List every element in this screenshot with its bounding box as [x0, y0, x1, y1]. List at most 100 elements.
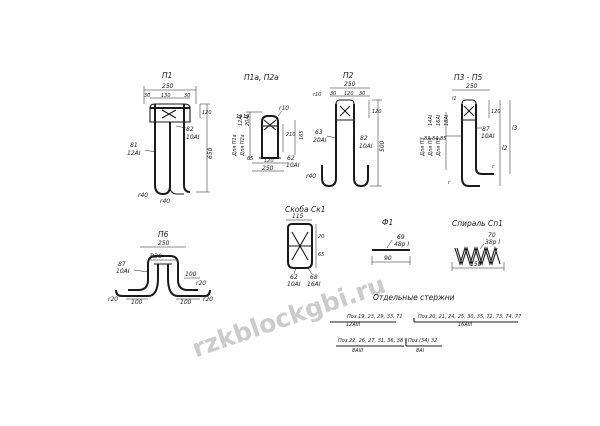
p1-dim-b: 130	[161, 93, 171, 99]
p3-dim-120: 120	[491, 109, 501, 115]
bars-bottom-left: Поз.22, 26, 27, 31, 36, 38	[338, 338, 403, 344]
p1a-dim-a: 19	[236, 114, 242, 120]
p3-dim-l2: l2	[502, 145, 508, 152]
p6-dim-100-right: 100	[180, 299, 192, 306]
p1a-dim-120: 120	[264, 158, 274, 164]
p3-pos-84: 84	[432, 136, 438, 142]
p2-title: П2	[343, 71, 354, 80]
p1a-steel-b: 20АI	[245, 114, 251, 126]
p3-dim-l3: l3	[512, 125, 518, 132]
f1-steel: 48р I	[394, 241, 409, 248]
spiral-title: Спираль Сп1	[452, 219, 503, 228]
p6-dim-100-left: 100	[131, 299, 143, 306]
p6-radius-left: r20	[108, 296, 118, 303]
p1-radius-2: r40	[160, 198, 170, 205]
f1-title: Ф1	[382, 218, 393, 227]
p1-radius-1: r40	[138, 192, 148, 199]
p1-dim-height: 650	[207, 147, 214, 159]
p3-for-p4: Для П4	[428, 137, 434, 157]
skoba-steel-62: 10АI	[287, 281, 301, 288]
p1-pos-82: 82	[186, 126, 194, 133]
p3-title: П3 - П5	[454, 73, 483, 82]
p6-radius-right: r20	[203, 296, 213, 303]
p2-dim-c: 30	[359, 91, 365, 97]
p3-for-p5: Для П5	[436, 137, 442, 157]
p1-title: П1	[162, 71, 172, 80]
skoba-steel-68: 16АI	[307, 281, 321, 288]
bars-bottom-right: Поз.(34) 32	[408, 338, 437, 344]
p1a-pos-62: 62	[287, 155, 295, 162]
p1-pos-81: 81	[130, 142, 138, 149]
drawing-p1: П1 250 30 130 30 120 82 10АI 81 12АI 650…	[127, 71, 214, 205]
bars-title: Отдельные стержни	[373, 293, 455, 302]
p3-steel-87: 10АI	[481, 133, 495, 140]
p3-steel-18: 18АI	[444, 114, 450, 126]
p3-steel-16: 16АI	[436, 114, 442, 126]
p2-radius-bottom: r40	[306, 173, 316, 180]
p3-steel-14: 14АI	[428, 114, 434, 126]
bars-bottom-left-sub: 8АIII	[352, 348, 364, 354]
p1a-dim-b: 19	[243, 114, 249, 120]
spiral-dim-150: 150	[470, 261, 482, 268]
p2-dim-height: 500	[379, 140, 386, 152]
p3-dim-l1: l1	[452, 96, 457, 102]
p3-radius-1: r	[448, 180, 451, 186]
skoba-dim-20: 20	[318, 234, 324, 240]
p6-pos-87: 87	[118, 261, 126, 268]
p1a-for-p1a: Для П1а	[232, 134, 238, 157]
p6-steel-87: 10АI	[116, 268, 130, 275]
p2-steel-63: 20АI	[313, 137, 327, 144]
p1a-dim-210: 210	[286, 132, 296, 138]
p1a-dim-65: 65	[247, 156, 253, 162]
bars-top-right-sub: 16АIII	[458, 322, 473, 328]
p6-radius-right-top: r20	[196, 280, 206, 287]
p6-dim-100-top: 100	[185, 271, 197, 278]
p3-dim-width: 250	[466, 83, 478, 90]
p1a-radius: r10	[279, 105, 289, 112]
p1-dim-a: 30	[144, 93, 150, 99]
p1a-steel-a: 12АI	[238, 114, 244, 126]
p1-dim-c: 30	[184, 93, 190, 99]
p1a-dim-250: 250	[262, 165, 274, 172]
p1a-dim-165: 165	[299, 130, 305, 140]
drawing-skoba: Скоба Ск1 115 20 65 62 10АI 68 16АI	[285, 205, 326, 288]
drawing-p6: П6 250 R30 87 10АI r20 100 100 r20 r20 1…	[108, 230, 213, 306]
p1a-for-p2a: Для П2а	[240, 134, 246, 157]
p3-radius-2: r	[492, 164, 495, 170]
p6-dim-width: 250	[158, 240, 170, 247]
bars-top-left: Поз.19, 23, 29, 33, 71	[347, 314, 403, 320]
drawing-p1a-p2a: П1а, П2а r10 19 19 12АI 20АI Для П1а Для…	[232, 73, 305, 172]
separate-bars: Отдельные стержни Поз.19, 23, 29, 33, 71…	[330, 293, 522, 354]
bars-top-right: Поз.20, 21, 24, 25, 30, 35, 72, 73, 74, …	[418, 314, 522, 320]
skoba-dim-65: 65	[318, 252, 324, 258]
p1-steel-81: 12АI	[127, 150, 141, 157]
skoba-pos-68: 68	[310, 274, 318, 281]
bars-top-left-sub: 12АIII	[346, 322, 361, 328]
drawing-p3-p5: П3 - П5 250 l1 120 87 10АI l2 l3 Для П3 …	[420, 73, 518, 187]
p2-steel-82: 10АI	[359, 143, 373, 150]
drawing-f1: Ф1 69 48р I 90	[371, 218, 411, 265]
p3-pos-85: 85	[440, 136, 446, 142]
p2-dim-a: 30	[330, 91, 336, 97]
spiral-steel: 38р I	[485, 239, 500, 246]
p2-dim-b: 120	[344, 91, 354, 97]
p2-radius-top: r10	[313, 92, 321, 98]
p1-dim-width: 250	[162, 83, 174, 90]
drawing-p2: П2 250 r10 30 120 30 120 63 20АI 82 10АI…	[306, 71, 386, 188]
p1-steel-82: 10АI	[186, 134, 200, 141]
p3-for-p3: Для П3	[420, 137, 426, 157]
spiral-pos-70: 70	[488, 232, 496, 239]
p6-title: П6	[158, 230, 169, 239]
p1a-steel-62: 10АI	[286, 162, 300, 169]
skoba-title: Скоба Ск1	[285, 205, 326, 214]
p1a-title: П1а, П2а	[244, 73, 279, 82]
f1-pos-69: 69	[397, 234, 405, 241]
skoba-pos-62: 62	[290, 274, 298, 281]
p2-dim-top: 120	[372, 109, 382, 115]
drawing-spiral: Спираль Сп1 70 38р I 150	[451, 219, 505, 271]
p2-pos-63: 63	[315, 129, 323, 136]
p2-pos-82: 82	[360, 135, 368, 142]
bars-bottom-right-sub: 8АI	[416, 348, 425, 354]
f1-dim-90: 90	[384, 255, 392, 262]
